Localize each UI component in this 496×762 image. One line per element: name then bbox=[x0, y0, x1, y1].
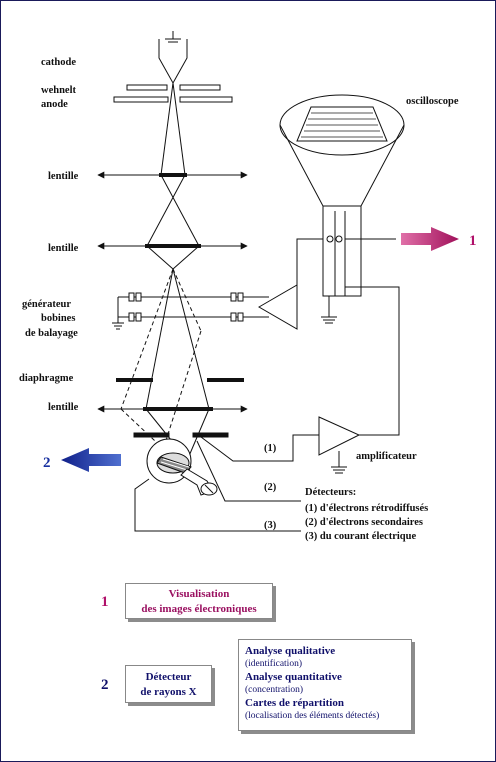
legend-2-line2: de rayons X bbox=[140, 686, 197, 698]
analyse-1-title: Analyse qualitative bbox=[245, 645, 336, 657]
lens-1 bbox=[97, 171, 248, 179]
detecteurs-item-1: (1) d'électrons rétrodiffusés bbox=[305, 503, 428, 514]
detector-wires bbox=[134, 434, 319, 532]
label-generateur: générateur bbox=[22, 299, 71, 310]
amplifier bbox=[318, 286, 400, 474]
analyse-3-sub: (localisation des éléments détectés) bbox=[245, 711, 380, 721]
label-diaphragme: diaphragme bbox=[19, 373, 74, 384]
legend-box-visualisation: Visualisation des images électroniques bbox=[125, 583, 273, 619]
output-2-number: 2 bbox=[43, 455, 51, 471]
label-cathode: cathode bbox=[41, 57, 76, 68]
wehnelt-plates bbox=[126, 84, 221, 91]
detector-2-label: (2) bbox=[264, 482, 277, 493]
output-arrow-2 bbox=[61, 448, 121, 472]
electron-beam bbox=[145, 82, 210, 457]
label-oscilloscope: oscilloscope bbox=[406, 96, 459, 107]
output-arrow-1 bbox=[401, 227, 459, 251]
output-1-number: 1 bbox=[469, 233, 477, 249]
scan-generator bbox=[258, 238, 323, 330]
legend-box-analyse: Analyse qualitative (identification) Ana… bbox=[238, 639, 412, 731]
legend-2-line1: Détecteur bbox=[145, 671, 192, 683]
lens-2 bbox=[97, 242, 248, 250]
legend-1-number: 1 bbox=[101, 594, 109, 610]
specimen-chamber bbox=[133, 432, 229, 496]
label-lentille-3: lentille bbox=[48, 402, 79, 413]
analyse-1-sub: (identification) bbox=[245, 659, 302, 669]
label-wehnelt: wehnelt bbox=[41, 85, 77, 96]
detector-3-label: (3) bbox=[264, 520, 277, 531]
legend-1-line2: des images électroniques bbox=[141, 603, 257, 615]
diaphragm bbox=[116, 378, 244, 382]
legend-1-line1: Visualisation bbox=[168, 588, 230, 600]
legend-box-detecteur: Détecteur de rayons X bbox=[125, 665, 212, 703]
label-lentille-1: lentille bbox=[48, 171, 79, 182]
label-bobines: bobines bbox=[41, 313, 75, 324]
legend-2-number: 2 bbox=[101, 677, 109, 693]
oscilloscope bbox=[279, 94, 405, 324]
detecteurs-item-2: (2) d'électrons secondaires bbox=[305, 517, 423, 528]
anode-plates bbox=[113, 96, 233, 103]
label-lentille-2: lentille bbox=[48, 243, 79, 254]
analyse-2-sub: (concentration) bbox=[245, 685, 304, 695]
analyse-3-title: Cartes de répartition bbox=[245, 697, 344, 709]
label-balayage: de balayage bbox=[25, 328, 78, 339]
detector-1-label: (1) bbox=[264, 443, 277, 454]
detecteurs-item-3: (3) du courant électrique bbox=[305, 531, 416, 542]
cathode-filament bbox=[158, 31, 188, 85]
scan-coils bbox=[112, 292, 269, 330]
lens-3 bbox=[97, 405, 248, 413]
detecteurs-title: Détecteurs: bbox=[305, 487, 356, 498]
label-amplificateur: amplificateur bbox=[356, 451, 417, 462]
analyse-2-title: Analyse quantitative bbox=[245, 671, 342, 683]
label-anode: anode bbox=[41, 99, 68, 110]
